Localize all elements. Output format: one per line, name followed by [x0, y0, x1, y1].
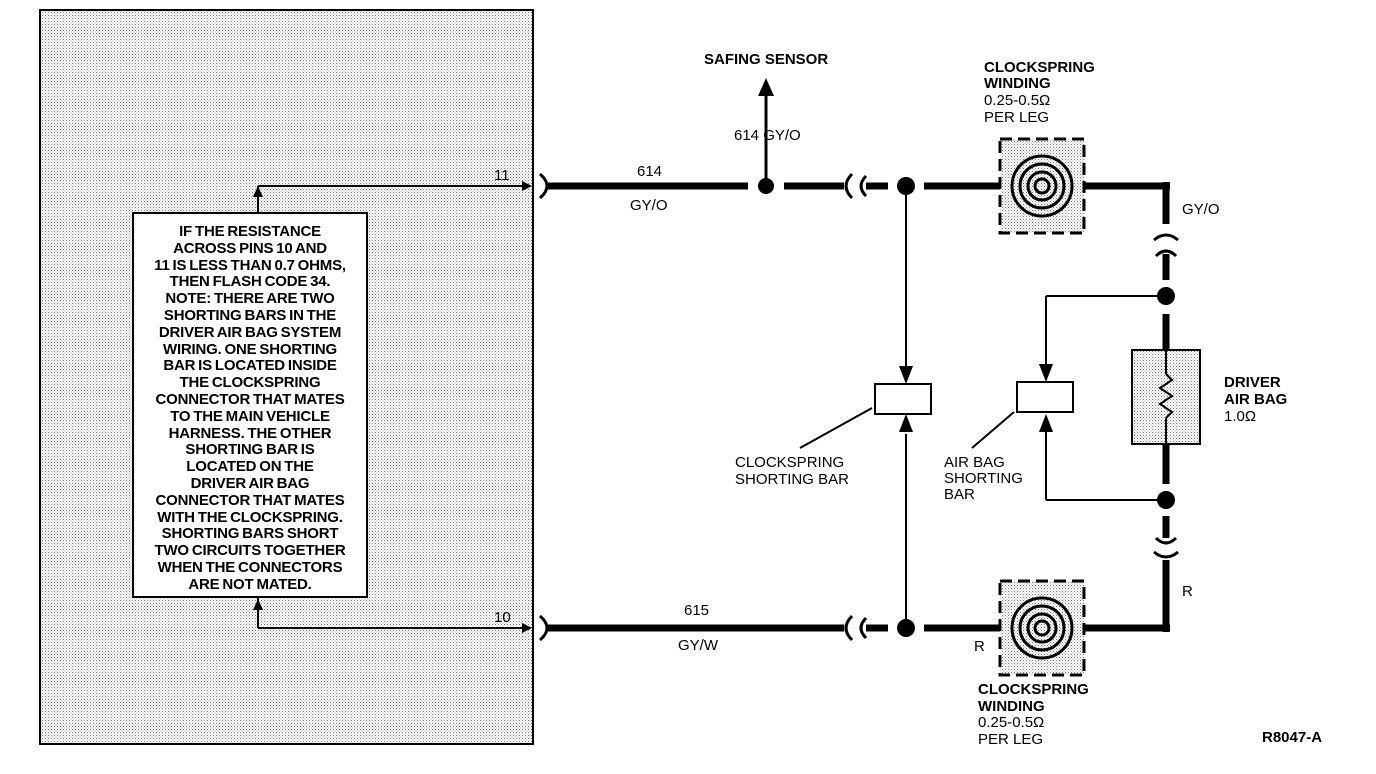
figure-id: R8047-A: [1262, 729, 1322, 746]
pin-10-label: 10: [494, 609, 511, 626]
clockspring-top-title-2: WINDING: [984, 75, 1051, 92]
right-bottom-wire-color: R: [1182, 583, 1193, 600]
note-line: CONNECTOR THAT MATES: [155, 491, 345, 509]
note-line: THE CLOCKSPRING: [179, 374, 321, 392]
note-line: WIRING. ONE SHORTING: [162, 340, 337, 358]
note-line: WITH THE CLOCKSPRING.: [157, 508, 343, 526]
driver-airbag-resistance: 1.0Ω: [1224, 408, 1256, 425]
connector-pin-10: [538, 614, 549, 642]
note-line: IF THE RESISTANCE: [179, 223, 321, 240]
airbag-shorting-bar-label-2: SHORTING: [944, 470, 1023, 487]
driver-airbag-label-1: DRIVER: [1224, 374, 1281, 391]
safing-sensor-label: SAFING SENSOR: [704, 51, 828, 68]
note-line: SHORTING BARS IN THE: [163, 306, 337, 324]
airbag-shorting-bar-label-1: AIR BAG: [944, 454, 1005, 471]
clockspring-shorting-bar: [874, 383, 932, 415]
note-line: ACROSS PINS 10 AND: [173, 239, 327, 257]
airbag-shorting-bar-label-3: BAR: [944, 486, 975, 503]
right-top-wire-color: GY/O: [1182, 201, 1220, 218]
clockspring-bottom-title-2: WINDING: [978, 698, 1045, 715]
pin-11-label: 11: [494, 167, 510, 184]
note-line: SHORTING BARS SHORT: [161, 525, 339, 543]
circuit-615-number: 615: [684, 602, 709, 619]
safing-sensor-branch: [758, 78, 774, 186]
pin-10-internal-wire: [253, 598, 532, 633]
note-line: ARE NOT MATED.: [188, 575, 312, 593]
clockspring-winding-top: [998, 137, 1086, 235]
note-line: CONNECTOR THAT MATES: [155, 390, 345, 408]
clockspring-winding-bottom: [998, 579, 1086, 677]
note-line: DRIVER AIR BAG: [190, 474, 310, 492]
clockspring-top-spec-2: PER LEG: [984, 109, 1049, 126]
airbag-shorting-bar: [1016, 381, 1074, 413]
note-line: TO THE MAIN VEHICLE: [170, 407, 330, 425]
note-line: HARNESS. THE OTHER: [168, 424, 332, 442]
bottom-winding-color: R: [974, 638, 985, 655]
note-line: 11 IS LESS THAN 0.7 OHMS,: [154, 256, 346, 274]
airbag-shorting-bar-leader: [971, 411, 1015, 449]
airbag-connector-bottom: [1153, 516, 1179, 559]
note-line: LOCATED ON THE: [186, 458, 314, 476]
clockspring-bottom-spec-2: PER LEG: [978, 731, 1043, 748]
note-line: BAR IS LOCATED INSIDE: [163, 357, 337, 375]
connector-pin-11: [538, 172, 549, 200]
driver-airbag-label-2: AIR BAG: [1224, 391, 1287, 408]
note-line: DRIVER AIR BAG SYSTEM: [158, 323, 342, 341]
clockspring-top-title-1: CLOCKSPRING: [984, 59, 1095, 76]
clockspring-top-spec-1: 0.25-0.5Ω: [984, 92, 1050, 109]
airbag-shorting-bar-path: [1039, 295, 1166, 501]
note-line: SHORTING BAR IS: [185, 441, 315, 459]
circuit-614-color: GY/O: [630, 197, 668, 214]
clockspring-shorting-bar-label-2: SHORTING BAR: [735, 471, 849, 488]
clockspring-shorting-bar-label-1: CLOCKSPRING: [735, 454, 844, 471]
circuit-614-number: 614: [637, 163, 662, 180]
clockspring-shorting-bar-leader: [799, 407, 873, 449]
driver-air-bag: [1131, 349, 1201, 445]
circuit-615-wire: [548, 560, 1170, 642]
note-line: WHEN THE CONNECTORS: [157, 558, 343, 576]
clockspring-bottom-title-1: CLOCKSPRING: [978, 681, 1089, 698]
note-line: THEN FLASH CODE 34.: [169, 273, 331, 291]
note-line: NOTE: THERE ARE TWO: [165, 290, 335, 308]
clockspring-bottom-spec-1: 0.25-0.5Ω: [978, 714, 1044, 731]
airbag-connector-top: [1153, 233, 1179, 280]
circuit-615-color: GY/W: [678, 637, 719, 654]
clockspring-shorting-bar-path: [899, 186, 913, 628]
pin-11-internal-wire: [253, 181, 532, 212]
note-line: TWO CIRCUITS TOGETHER: [154, 542, 346, 560]
safing-branch-label: 614 GY/O: [734, 127, 801, 144]
